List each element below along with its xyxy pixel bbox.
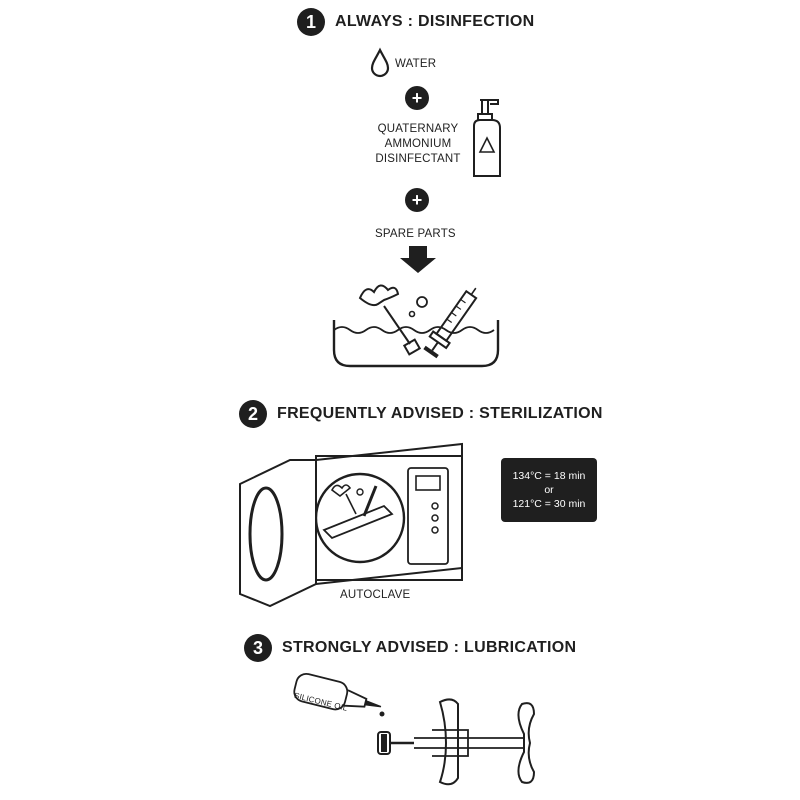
step-3-number: 3 <box>244 634 272 662</box>
setting-line-2: or <box>544 484 554 496</box>
disinfection-basin-illustration <box>332 284 500 368</box>
setting-line-3: 121°C = 30 min <box>512 498 586 510</box>
down-arrow-icon <box>400 246 436 273</box>
step-3-header: 3 STRONGLY ADVISED : LUBRICATION <box>244 634 576 662</box>
autoclave-label: AUTOCLAVE <box>340 589 411 601</box>
disinfectant-line-1: QUATERNARY <box>377 123 459 135</box>
step-3-title: STRONGLY ADVISED : LUBRICATION <box>282 639 577 656</box>
step-2-header: 2 FREQUENTLY ADVISED : STERILIZATION <box>239 400 603 428</box>
disinfectant-bottle-icon <box>473 99 501 177</box>
plus-icon-2: + <box>405 188 429 212</box>
silicone-oil-bottle-icon <box>293 672 385 717</box>
step-2-number: 2 <box>239 400 267 428</box>
disinfectant-label: QUATERNARY AMMONIUM DISINFECTANT <box>370 122 466 167</box>
water-label: WATER <box>395 58 437 70</box>
setting-line-1: 134°C = 18 min <box>512 470 586 482</box>
step-1-title: ALWAYS : DISINFECTION <box>335 13 535 30</box>
step-1-header: 1 ALWAYS : DISINFECTION <box>297 8 535 36</box>
disinfectant-line-3: DISINFECTANT <box>375 153 461 165</box>
plunger-illustration <box>377 698 536 786</box>
disinfectant-line-2: AMMONIUM <box>384 138 452 150</box>
step-1-number: 1 <box>297 8 325 36</box>
water-drop-icon <box>370 47 390 78</box>
step-2-title: FREQUENTLY ADVISED : STERILIZATION <box>277 405 603 422</box>
autoclave-illustration <box>239 442 463 608</box>
spare-parts-label: SPARE PARTS <box>375 228 456 240</box>
sterilization-settings-box: 134°C = 18 min or 121°C = 30 min <box>501 458 597 522</box>
plus-icon-1: + <box>405 86 429 110</box>
